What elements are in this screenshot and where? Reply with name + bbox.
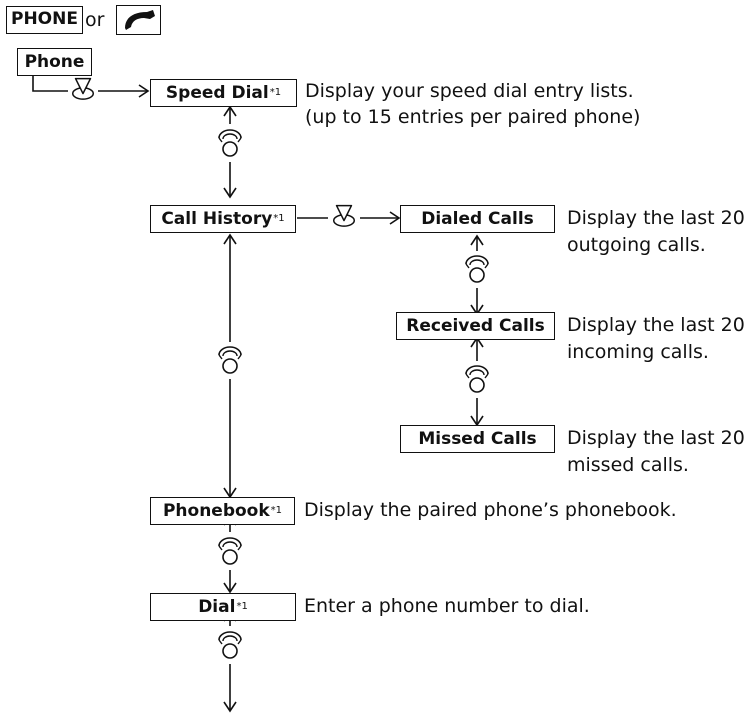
rotate-dial-icon: [218, 129, 242, 157]
missed-calls-description-2: missed calls.: [567, 454, 689, 476]
speed-dial-item[interactable]: Speed Dial*1: [150, 79, 297, 107]
dialed-calls-description: Display the last 20: [567, 207, 745, 229]
dialed-calls-label: Dialed Calls: [421, 209, 534, 229]
received-calls-item[interactable]: Received Calls: [396, 312, 555, 340]
call-history-item[interactable]: Call History*1: [150, 205, 296, 233]
missed-calls-description: Display the last 20: [567, 427, 745, 449]
dialed-calls-description-2: outgoing calls.: [567, 234, 706, 256]
rotate-dial-icon: [218, 537, 242, 565]
connector-line: [32, 70, 68, 92]
phone-button[interactable]: PHONE: [6, 6, 83, 34]
speed-dial-label: Speed Dial: [165, 83, 269, 103]
phonebook-label: Phonebook: [162, 501, 270, 521]
rotate-dial-icon: [465, 365, 489, 393]
received-calls-description: Display the last 20: [567, 314, 745, 336]
dial-description: Enter a phone number to dial.: [304, 595, 590, 617]
rotate-dial-icon: [218, 631, 242, 659]
phone-handset-button[interactable]: [116, 5, 161, 35]
or-text: or: [85, 9, 105, 31]
enter-select-icon: [71, 77, 95, 100]
missed-calls-item[interactable]: Missed Calls: [400, 425, 555, 453]
dialed-calls-item[interactable]: Dialed Calls: [400, 205, 555, 233]
speed-dial-description: Display your speed dial entry lists.: [305, 80, 634, 102]
received-calls-description-2: incoming calls.: [567, 341, 709, 363]
enter-select-icon: [332, 204, 356, 227]
dial-label: Dial: [198, 597, 236, 617]
phonebook-item[interactable]: Phonebook*1: [150, 497, 295, 525]
received-calls-label: Received Calls: [406, 316, 545, 336]
rotate-dial-icon: [465, 255, 489, 283]
speed-dial-description-2: (up to 15 entries per paired phone): [305, 106, 641, 128]
phone-handset-icon: [125, 10, 155, 30]
call-history-label: Call History: [161, 209, 273, 229]
missed-calls-label: Missed Calls: [418, 429, 537, 449]
rotate-dial-icon: [218, 346, 242, 374]
phonebook-description: Display the paired phone’s phonebook.: [304, 499, 677, 521]
dial-item[interactable]: Dial*1: [150, 593, 296, 621]
phone-menu-title: Phone: [17, 48, 92, 76]
